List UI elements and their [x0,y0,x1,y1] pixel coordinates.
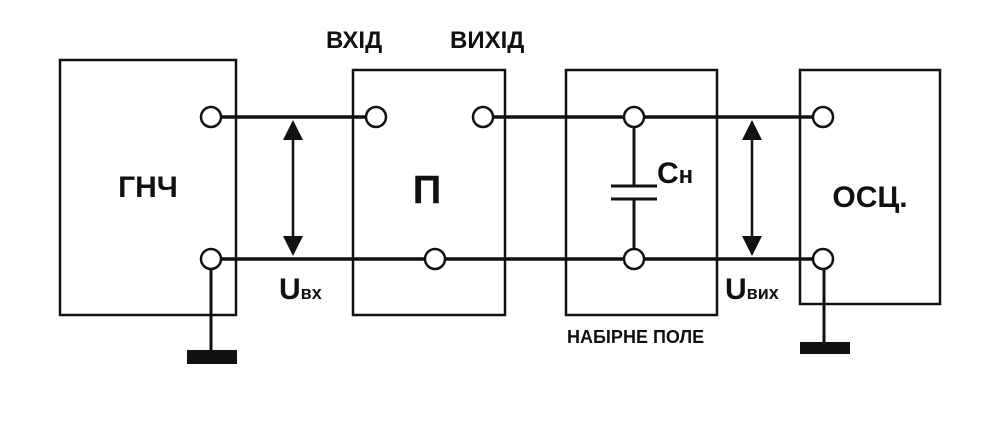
device-label: П [413,168,442,212]
panel-block [564,68,719,317]
device-output-terminal [471,105,495,129]
ground-symbol-generator [187,350,237,364]
input-voltage-label: Uвх [279,273,322,306]
panel-terminal-bottom [622,247,646,271]
oscilloscope-label: ОСЦ. [832,181,907,214]
output-voltage-main: U [725,273,747,306]
input-voltage-sub: вх [301,283,322,303]
oscilloscope-terminal-top [811,105,835,129]
ground-symbol-oscilloscope [800,342,850,354]
oscilloscope-terminal-bottom [811,247,835,271]
generator-terminal-bottom [199,247,223,271]
capacitor-label-sub: н [679,162,694,189]
device-input-label: ВХІД [326,27,382,54]
capacitor-label-main: C [657,157,679,190]
generator-label: ГНЧ [118,171,178,204]
output-voltage-label: Uвих [725,273,779,306]
panel-terminal-top [622,105,646,129]
device-common-terminal [423,247,447,271]
capacitor-label: Cн [657,157,693,190]
device-block [351,68,507,317]
generator-terminal-top [199,105,223,129]
generator-block [58,58,238,317]
device-input-terminal [364,105,388,129]
device-output-label: ВИХІД [450,27,524,54]
output-voltage-sub: вих [747,283,779,303]
panel-caption: НАБІРНЕ ПОЛЕ [567,327,704,347]
input-voltage-main: U [279,273,301,306]
oscilloscope-block [798,68,942,306]
